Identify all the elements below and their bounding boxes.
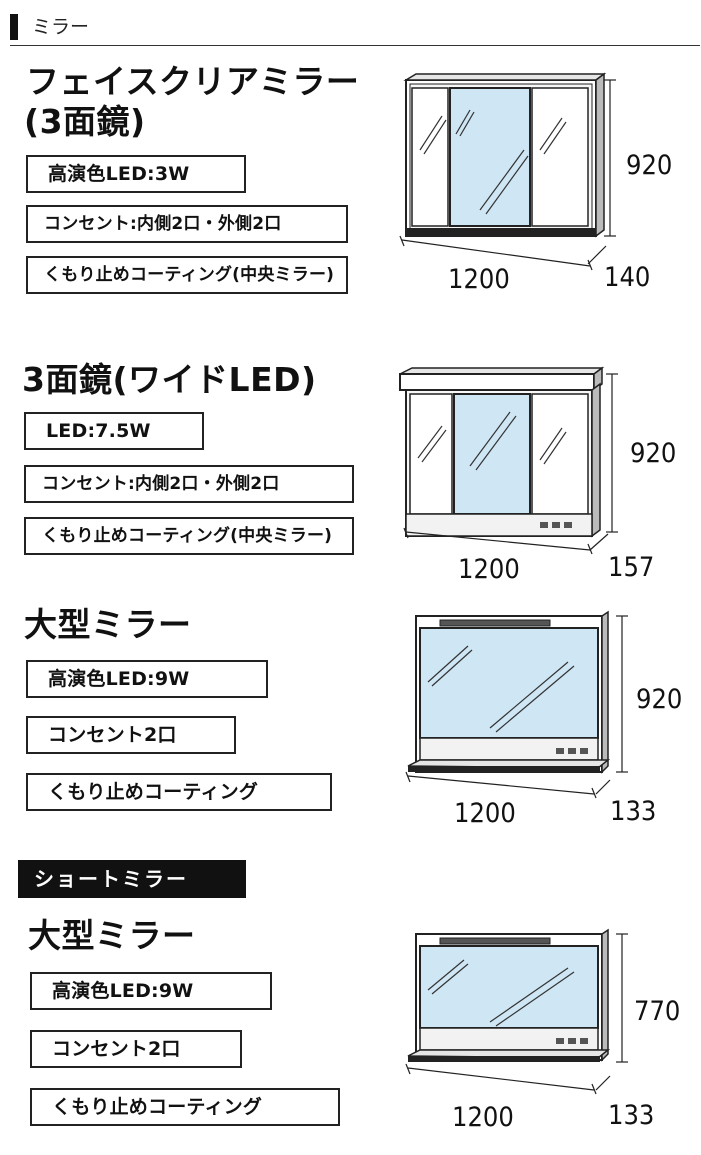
header-marker (10, 14, 18, 40)
spec-led: 高演色LED:9W (30, 972, 272, 1010)
dim-height: 920 (636, 684, 682, 715)
short-mirror-label: ショートミラー (18, 860, 246, 898)
mirror-title: フェイスクリアミラー (26, 62, 360, 101)
spec-outlet: コンセント2口 (26, 716, 236, 754)
spec-led: 高演色LED:3W (26, 155, 246, 193)
spec-outlet: コンセント:内側2口・外側2口 (24, 465, 354, 503)
mirror-subtitle: (3面鏡) (24, 102, 146, 141)
mirror-diagram-face-clear: 920 1200 140 (399, 72, 672, 295)
dim-depth: 133 (608, 1100, 654, 1131)
mirror-diagram-large: 920 1200 133 (405, 610, 682, 829)
mirror-diagram-wide-led: 920 1200 157 (399, 366, 676, 585)
dim-width: 1200 (452, 1102, 514, 1133)
mirror-title: 3面鏡(ワイドLED) (22, 360, 317, 399)
dim-depth: 157 (608, 552, 654, 583)
mirror-title: 大型ミラー (28, 916, 196, 955)
spec-coating: くもり止めコーティング (30, 1088, 340, 1126)
spec-outlet: コンセント:内側2口・外側2口 (26, 205, 348, 243)
dim-height: 920 (626, 150, 672, 181)
dim-width: 1200 (454, 798, 516, 829)
spec-coating: くもり止めコーティング(中央ミラー) (24, 517, 354, 555)
mirror-diagram-short-large: 770 1200 133 (405, 928, 680, 1133)
spec-outlet: コンセント2口 (30, 1030, 242, 1068)
dim-width: 1200 (458, 554, 520, 585)
mirror-title: 大型ミラー (24, 605, 192, 644)
dim-height: 920 (630, 438, 676, 469)
spec-coating: くもり止めコーティング (26, 773, 332, 811)
header-title: ミラー (32, 16, 90, 38)
dim-width: 1200 (448, 264, 510, 295)
spec-led: LED:7.5W (24, 412, 204, 450)
dim-height: 770 (634, 996, 680, 1027)
spec-coating: くもり止めコーティング(中央ミラー) (26, 256, 348, 294)
section-header: ミラー (10, 8, 700, 46)
spec-led: 高演色LED:9W (26, 660, 268, 698)
dim-depth: 140 (604, 262, 650, 293)
dim-depth: 133 (610, 796, 656, 827)
